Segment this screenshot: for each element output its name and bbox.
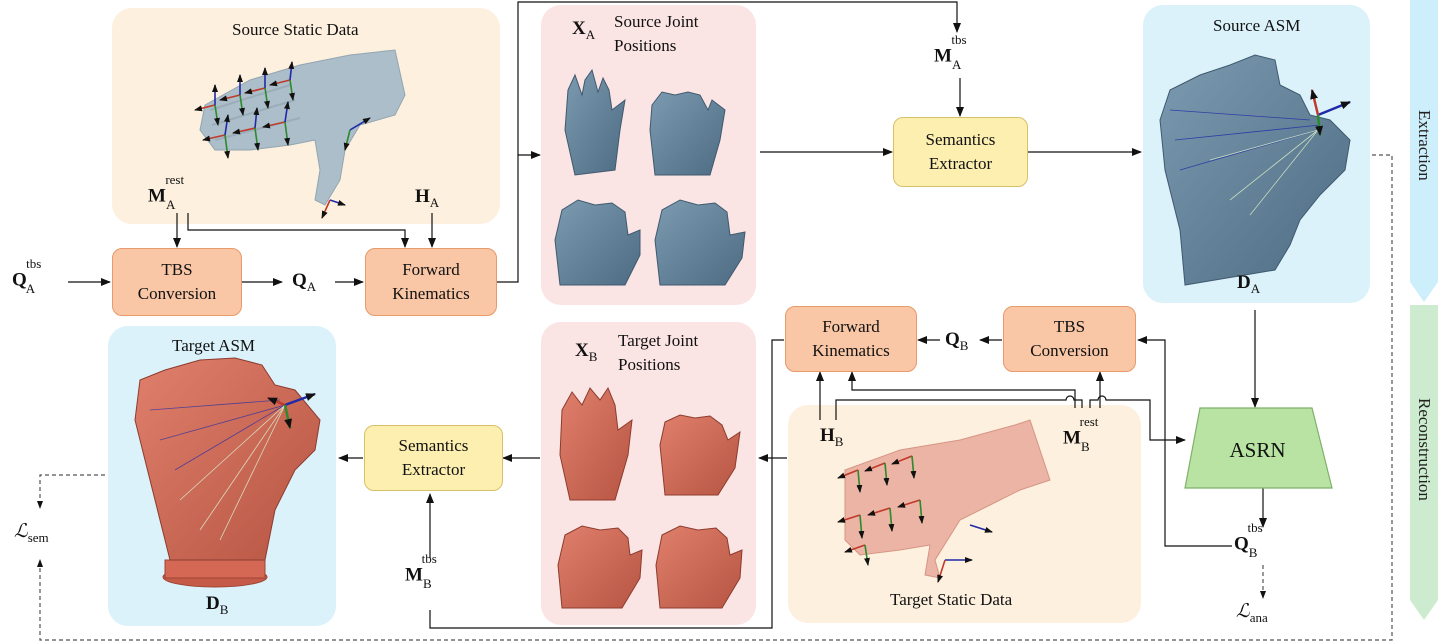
- symbol-m-a-tbs: MAtbs: [934, 32, 967, 73]
- semantics-extractor-a: Semantics Extractor: [893, 117, 1028, 187]
- reconstruction-band: [1410, 305, 1438, 620]
- dashed-connectors: [37, 154, 1393, 641]
- extraction-band: [1410, 0, 1438, 302]
- stage-reconstruction: Reconstruction: [1415, 398, 1434, 501]
- symbol-d-a: DA: [1237, 272, 1261, 296]
- symbol-h-b: HB: [820, 425, 844, 449]
- symbol-x-a: XA: [572, 18, 596, 42]
- source-static-title: Source Static Data: [232, 20, 359, 39]
- target-asm-hand: [134, 357, 321, 588]
- symbol-l-sem: ℒsem: [14, 521, 49, 545]
- symbol-m-a-rest: MArest: [148, 172, 185, 213]
- target-joint-frames: [837, 455, 993, 583]
- source-joint-hands: [554, 68, 746, 286]
- symbol-q-a: QA: [292, 270, 317, 294]
- symbol-h-a: HA: [415, 186, 440, 210]
- target-joint-hands: [557, 386, 743, 609]
- asrn-block: [1184, 407, 1333, 489]
- target-asm-title: Target ASM: [172, 336, 256, 355]
- target-static-hand: [844, 419, 1051, 579]
- connectors: [68, 1, 1267, 629]
- tbs-conversion-a: TBS Conversion: [112, 248, 242, 316]
- target-joints-title: Target Joint Positions: [618, 331, 699, 374]
- forward-kinematics-a: Forward Kinematics: [365, 248, 497, 316]
- semantics-extractor-b: Semantics Extractor: [364, 425, 503, 491]
- symbol-l-ana: ℒana: [1236, 601, 1268, 625]
- symbol-q-a-tbs: QAtbs: [12, 256, 42, 297]
- tbs-conversion-b: TBS Conversion: [1003, 306, 1136, 372]
- source-static-hand: [199, 49, 406, 206]
- symbol-x-b: XB: [575, 340, 598, 364]
- symbol-q-b-tbs: QBtbs: [1234, 520, 1263, 561]
- source-asm-title: Source ASM: [1213, 16, 1301, 35]
- source-joint-frames: [194, 61, 371, 219]
- symbol-m-b-rest: MBrest: [1063, 414, 1099, 455]
- symbol-q-b: QB: [945, 329, 969, 353]
- stage-extraction: Extraction: [1415, 110, 1434, 181]
- target-static-title: Target Static Data: [890, 590, 1013, 609]
- source-asm-hand: [1159, 54, 1351, 286]
- symbol-m-b-tbs: MBtbs: [405, 551, 437, 592]
- symbol-d-b: DB: [206, 593, 229, 617]
- source-joints-title: Source Joint Positions: [614, 12, 699, 55]
- asrn-label: ASRN: [1229, 438, 1286, 462]
- forward-kinematics-b: Forward Kinematics: [785, 306, 917, 372]
